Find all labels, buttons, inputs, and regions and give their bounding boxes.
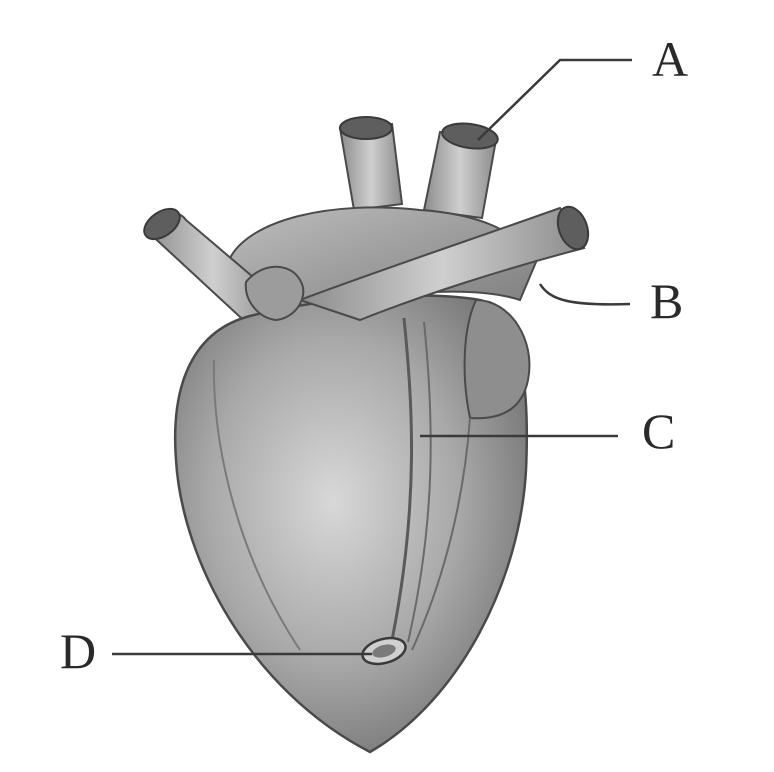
leader-line-a bbox=[478, 60, 632, 140]
label-c: C bbox=[642, 406, 675, 456]
right-atrium bbox=[465, 300, 530, 418]
label-d: D bbox=[60, 626, 96, 676]
label-b: B bbox=[650, 276, 683, 326]
leader-line-b bbox=[540, 284, 630, 304]
left-vessel-opening bbox=[340, 117, 392, 139]
upper-vessels bbox=[340, 117, 499, 218]
label-a: A bbox=[652, 34, 688, 84]
